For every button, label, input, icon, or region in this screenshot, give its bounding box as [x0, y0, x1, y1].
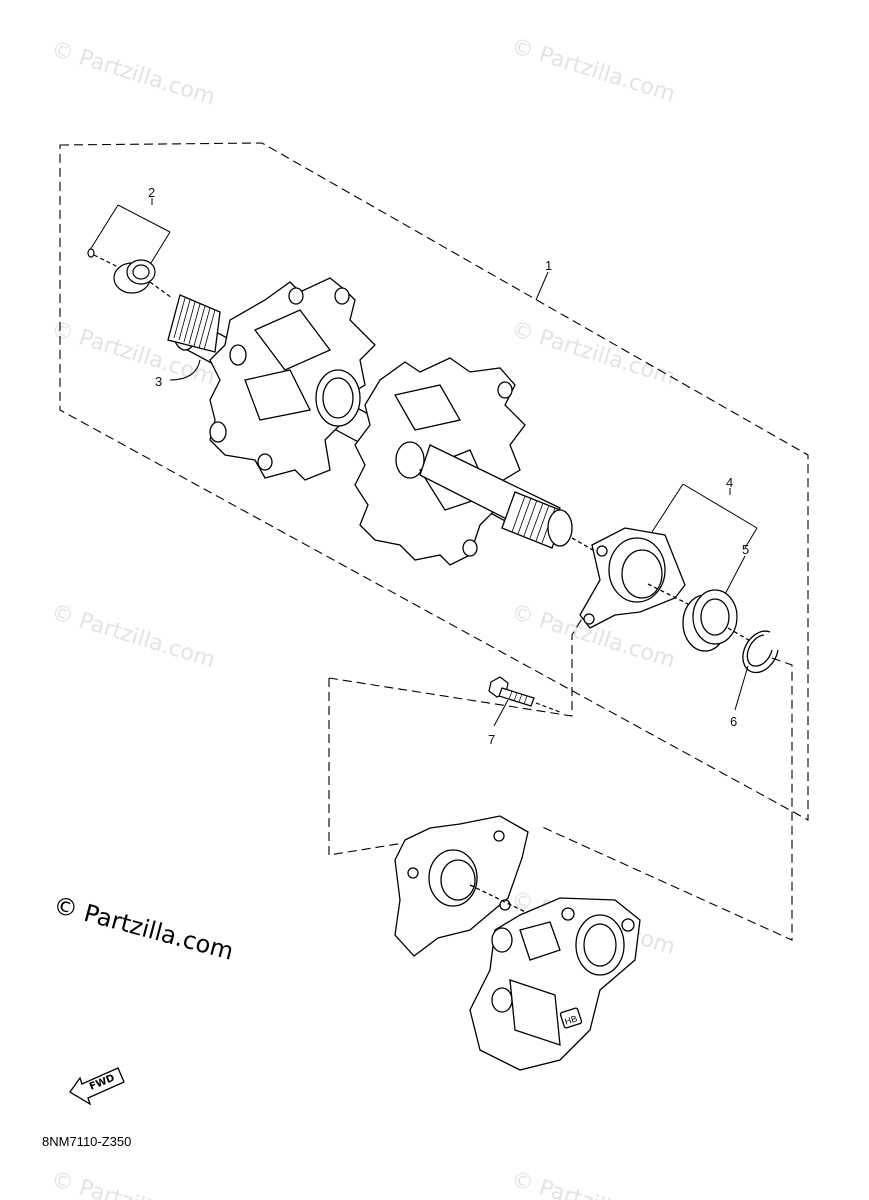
part-2-seal: [87, 248, 173, 299]
caliper-badge: HB: [563, 1013, 578, 1026]
part-6-circlip: [742, 630, 779, 674]
part-7-bolt: [488, 676, 561, 713]
callout-leader-6: [734, 665, 749, 711]
watermark: © Partzilla.com: [508, 34, 678, 108]
part-5-bearing: [682, 589, 753, 652]
brake-caliper: HB: [469, 897, 641, 1071]
callout-number-7: 7: [488, 732, 495, 747]
callout-leader-3: [169, 359, 201, 381]
forward-arrow-icon: FWD: [69, 1067, 125, 1106]
caliper-boundary-outline: [328, 611, 587, 717]
caliper-boundary-outline: [328, 678, 411, 856]
partzilla-logo: © Partzilla.com: [50, 891, 236, 966]
callout-number-4: 4: [726, 475, 733, 490]
watermark: © Partzilla.com: [48, 600, 218, 674]
callout-number-3: 3: [155, 374, 162, 389]
watermark: © Partzilla.com: [48, 37, 218, 111]
watermark: © Partzilla.com: [508, 1167, 678, 1200]
caliper-boundary-outline: [539, 657, 793, 941]
callout-number-6: 6: [730, 714, 737, 729]
caliper-mount-plate: [394, 815, 543, 957]
assembly-boundary-outline: [59, 142, 809, 821]
drive-shaft-assembly: [167, 277, 601, 566]
callout-number-5: 5: [742, 542, 749, 557]
part-4-housing-plate: [579, 527, 701, 629]
watermark: © Partzilla.com: [508, 317, 678, 391]
callout-leader-7: [493, 699, 509, 727]
watermark: © Partzilla.com: [48, 1167, 218, 1200]
diagram-code: 8NM7110-Z350: [42, 1134, 131, 1149]
callout-number-1: 1: [545, 258, 552, 273]
callout-number-2: 2: [148, 185, 155, 200]
callout-bracket-4: [651, 483, 758, 549]
callout-leader-1: [535, 271, 549, 301]
